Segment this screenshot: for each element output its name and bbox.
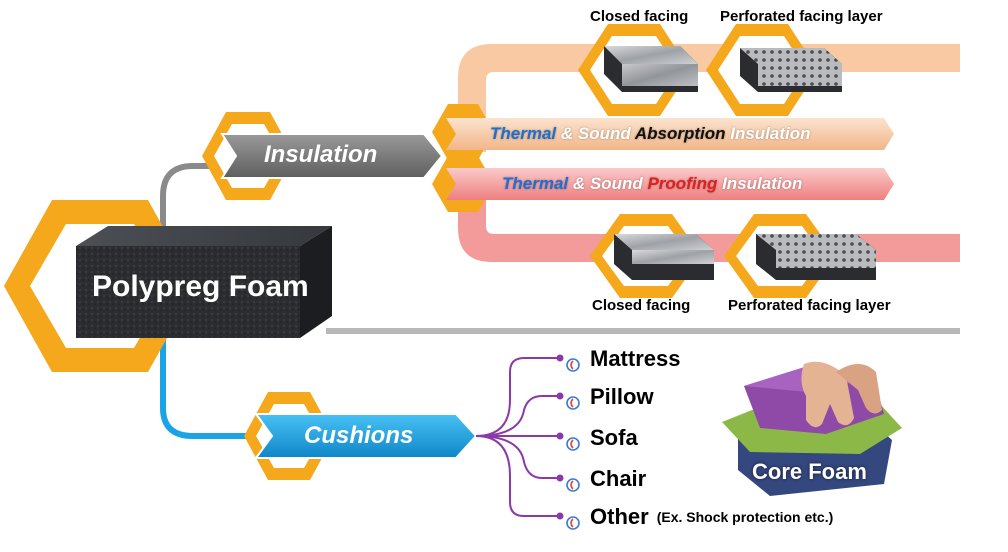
perforated-facing-sample-bottom (724, 214, 876, 298)
banner-absorption (446, 118, 894, 150)
cushions-label[interactable]: Cushions (304, 422, 414, 449)
closed-facing-sample-bottom (590, 214, 714, 298)
polypreg-foam-block (76, 226, 332, 338)
banner-proofing-part-2: & Sound (568, 174, 648, 193)
swirl-icon (566, 472, 580, 492)
cushion-item-other: Other (Ex. Shock protection etc.) (566, 504, 833, 530)
banner-proofing (446, 168, 894, 200)
banner-proofing-part-3: Proofing (647, 174, 718, 193)
core-foam-label: Core Foam (752, 459, 867, 484)
cushion-item-label: Other (590, 504, 649, 529)
caption-perforated-facing-top: Perforated facing layer (720, 8, 883, 25)
caption-closed-facing-top: Closed facing (590, 8, 689, 25)
cushion-item-label: Sofa (590, 425, 638, 450)
cushion-item-pillow: Pillow (566, 384, 654, 410)
banner-proofing-part-1: Thermal (502, 174, 569, 193)
insulation-arrow[interactable] (220, 133, 444, 179)
banner-absorption-part-1: Thermal (490, 124, 557, 143)
swirl-icon (566, 352, 580, 372)
banner-proofing-text: Thermal & Sound Proofing Insulation (502, 174, 802, 194)
core-foam-image (722, 361, 902, 496)
branch-dots (556, 354, 564, 520)
cushions-connector (160, 336, 250, 439)
swirl-icon (566, 390, 580, 410)
cushion-item-sofa: Sofa (566, 425, 638, 451)
root-divider-line (326, 328, 960, 334)
cushion-item-label: Pillow (590, 384, 654, 409)
cushion-item-chair: Chair (566, 466, 646, 492)
cushions-branches (475, 357, 560, 517)
cushion-item-label: Chair (590, 466, 647, 491)
banner-absorption-part-4: Insulation (725, 124, 811, 143)
insulation-connector (160, 163, 220, 228)
swirl-icon (566, 510, 580, 530)
banner-absorption-part-3: Absorption (634, 124, 726, 143)
cushion-item-mattress: Mattress (566, 346, 680, 372)
cushion-item-label: Mattress (590, 346, 681, 371)
closed-facing-sample-top (578, 24, 698, 116)
caption-perforated-facing-bottom: Perforated facing layer (728, 297, 891, 314)
banner-absorption-text: Thermal & Sound Absorption Insulation (490, 124, 811, 144)
cushion-item-note: (Ex. Shock protection etc.) (656, 509, 834, 525)
banner-absorption-part-2: & Sound (556, 124, 635, 143)
perforated-facing-sample-top (706, 24, 842, 116)
caption-closed-facing-bottom: Closed facing (592, 297, 691, 314)
root-label: Polypreg Foam (92, 270, 309, 303)
banner-proofing-part-4: Insulation (717, 174, 803, 193)
cushions-arrow[interactable] (254, 413, 478, 459)
insulation-label[interactable]: Insulation (264, 141, 378, 168)
swirl-icon (566, 431, 580, 451)
